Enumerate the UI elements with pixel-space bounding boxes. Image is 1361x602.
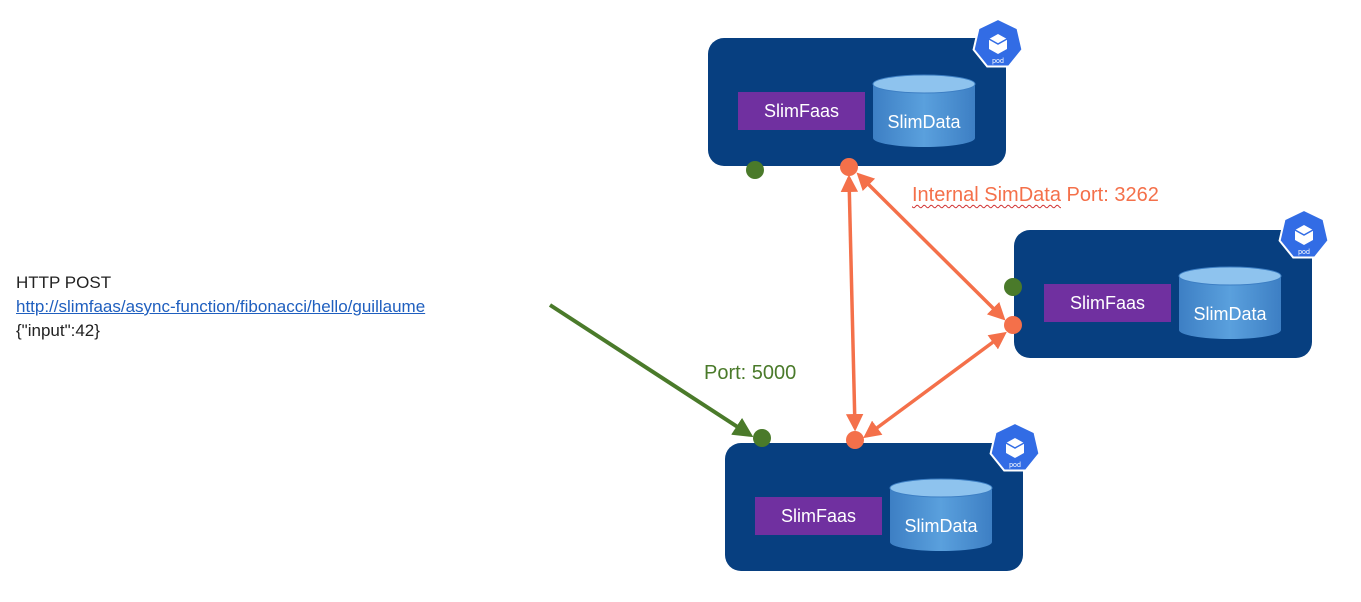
request-body: {"input":42} xyxy=(16,321,100,340)
http-method: HTTP POST xyxy=(16,273,112,292)
pod-bottom: SlimFaas xyxy=(725,443,1023,571)
slimfaas-box: SlimFaas xyxy=(755,497,882,535)
pod-top: SlimFaas xyxy=(708,38,1006,166)
internal-port-label: Internal SimData Port: 3262 xyxy=(912,184,1159,206)
slimfaas-box: SlimFaas xyxy=(738,92,865,130)
internal-link-top-bottom xyxy=(840,174,864,432)
request-url-link[interactable]: http://slimfaas/async-function/fibonacci… xyxy=(16,297,426,316)
internal-link-right-bottom xyxy=(863,331,1007,439)
public-port-label: Port: 5000 xyxy=(704,362,797,384)
slimfaas-box: SlimFaas xyxy=(1044,284,1171,322)
pod-right: SlimFaas xyxy=(1014,230,1312,358)
request-info: HTTP POST http://slimfaas/async-function… xyxy=(16,271,425,343)
